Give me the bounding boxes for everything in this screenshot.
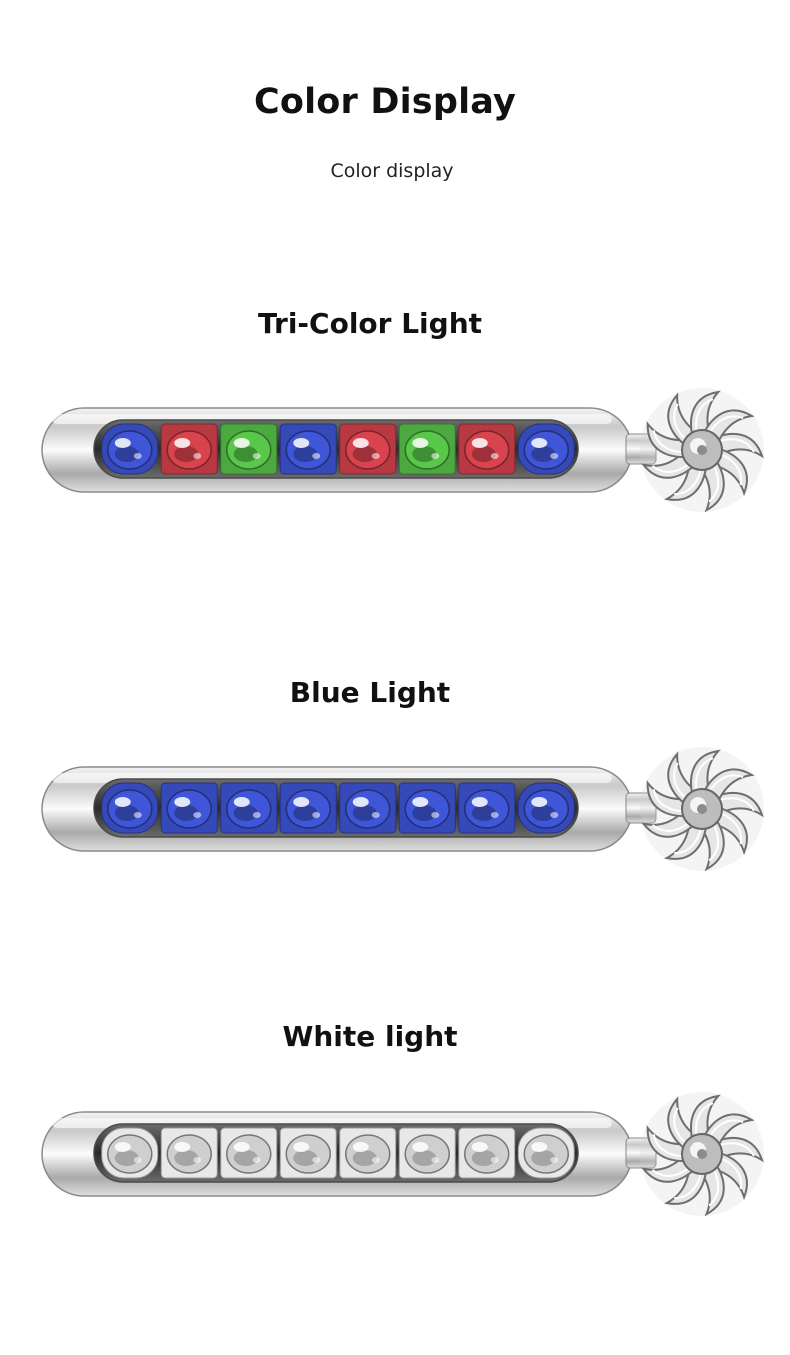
led-3 (220, 782, 278, 834)
led-3 (220, 423, 278, 475)
tri-color-light-image (30, 378, 780, 528)
fan-icon (640, 747, 764, 872)
led-6 (398, 423, 456, 475)
page-title: Color Display (253, 82, 517, 122)
led-8 (517, 782, 575, 834)
led-1 (101, 782, 159, 834)
led-4 (279, 782, 337, 834)
white-light-image (30, 1082, 780, 1232)
light-bar-illustration (41, 747, 764, 872)
led-1 (101, 1127, 159, 1179)
fan-icon (640, 388, 764, 513)
led-6 (398, 782, 456, 834)
led-5 (339, 423, 397, 475)
light-bar-illustration (41, 1092, 764, 1217)
led-3 (220, 1127, 278, 1179)
section-title-white: White light (282, 1020, 458, 1053)
light-bar-illustration (41, 388, 764, 513)
led-5 (339, 1127, 397, 1179)
led-7 (458, 1127, 516, 1179)
led-4 (279, 423, 337, 475)
section-title-blue: Blue Light (289, 676, 451, 709)
led-8 (517, 1127, 575, 1179)
blue-light-image (30, 737, 780, 887)
led-4 (279, 1127, 337, 1179)
section-title-tri-color: Tri-Color Light (257, 307, 483, 340)
led-1 (101, 423, 159, 475)
led-6 (398, 1127, 456, 1179)
page-subtitle: Color display (330, 160, 454, 182)
led-7 (458, 782, 516, 834)
led-5 (339, 782, 397, 834)
led-7 (458, 423, 516, 475)
led-2 (160, 1127, 218, 1179)
led-8 (517, 423, 575, 475)
fan-icon (640, 1092, 764, 1217)
led-2 (160, 782, 218, 834)
led-2 (160, 423, 218, 475)
